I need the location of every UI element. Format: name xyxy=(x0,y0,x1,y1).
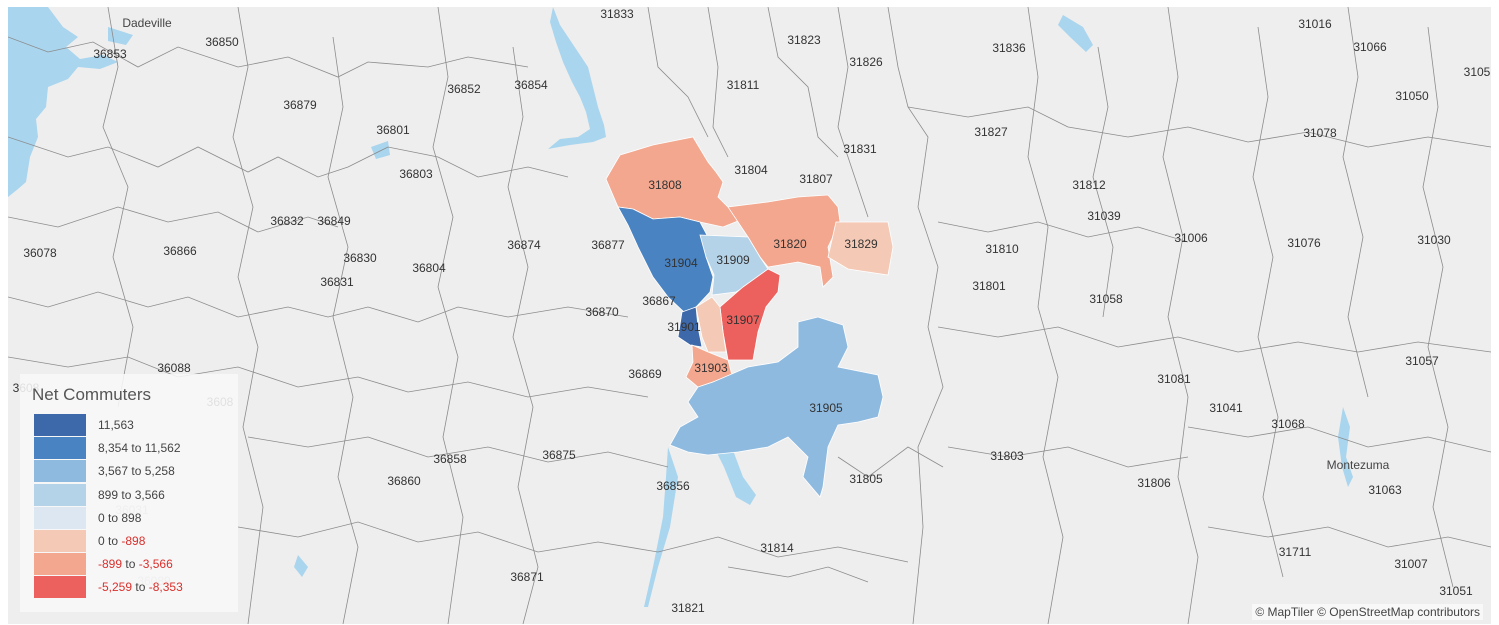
legend-item: 899 to 3,566 xyxy=(34,483,234,506)
legend-swatch xyxy=(34,460,86,483)
legend: Net Commuters 11,563 8,354 to 11,562 3,567… xyxy=(20,374,238,612)
legend-swatch xyxy=(34,553,86,576)
zip-31905-area xyxy=(669,316,884,498)
legend-label-to: -3,566 xyxy=(138,557,173,572)
map-attribution[interactable]: © MapTiler © OpenStreetMap contributors xyxy=(1252,604,1483,620)
legend-label: 899 to 3,566 xyxy=(98,488,165,502)
map-canvas[interactable]: Dadeville Montezuma 31833 31823 31016 31… xyxy=(8,7,1491,624)
legend-label-from: 0 xyxy=(98,534,105,548)
legend-label: -5,259 to -8,353 xyxy=(98,580,183,594)
legend-label-sep: to xyxy=(104,534,122,548)
legend-item: 3,567 to 5,258 xyxy=(34,460,234,483)
legend-label-to: 3,566 xyxy=(134,487,165,502)
zip-31906-area xyxy=(695,296,727,353)
legend-item: 0 to 898 xyxy=(34,506,234,529)
legend-label: 0 to 898 xyxy=(98,511,141,525)
zip-31904-area xyxy=(617,206,714,313)
choropleth xyxy=(605,136,894,498)
legend-label-to: 5,258 xyxy=(144,464,175,479)
city-label: Dadeville xyxy=(122,16,172,30)
legend-label-sep: to xyxy=(132,580,149,595)
legend-label-from: -899 xyxy=(98,557,123,572)
legend-swatch xyxy=(34,437,86,460)
legend-label-sep: to xyxy=(128,441,145,456)
legend-label-from: 8,354 xyxy=(98,441,129,456)
legend-swatch xyxy=(34,506,86,529)
legend-label: -899 to -3,566 xyxy=(98,557,173,571)
legend-swatch xyxy=(34,414,86,436)
legend-label: 8,354 to 11,562 xyxy=(98,441,181,455)
legend-title: Net Commuters xyxy=(32,385,152,404)
legend-label-sep: to xyxy=(104,510,122,525)
legend-item: 11,563 xyxy=(34,414,234,436)
legend-label-sep: to xyxy=(118,487,135,502)
legend-label-from: 11,563 xyxy=(98,418,134,432)
legend-label-sep: to xyxy=(128,464,145,479)
legend-label-sep: to xyxy=(122,557,139,572)
legend-item: 8,354 to 11,562 xyxy=(34,437,234,460)
legend-label-from: -5,259 xyxy=(98,580,133,595)
legend-label-from: 3,567 xyxy=(98,464,129,479)
legend-label: 0 to -898 xyxy=(98,534,145,548)
legend-item: 0 to -898 xyxy=(34,530,234,552)
legend-label-to: 11,562 xyxy=(144,441,181,456)
water-bodies xyxy=(8,7,1353,607)
legend-swatch xyxy=(34,576,86,599)
legend-swatch xyxy=(34,483,86,506)
legend-label-to: -8,353 xyxy=(148,580,183,595)
legend-item: -899 to -3,566 xyxy=(34,553,234,576)
legend-label: 3,567 to 5,258 xyxy=(98,464,175,478)
legend-label-to: 898 xyxy=(121,510,142,525)
legend-label-from: 899 xyxy=(98,487,119,502)
zip-boundaries xyxy=(8,7,1491,624)
legend-label-to: -898 xyxy=(121,534,146,548)
legend-label-from: 0 xyxy=(98,510,105,525)
map-base-layer xyxy=(8,7,1491,624)
legend-label: 11,563 xyxy=(98,418,134,432)
legend-swatch xyxy=(34,530,86,552)
zip-31829-area xyxy=(827,221,894,276)
city-label: Montezuma xyxy=(1326,458,1390,472)
legend-item: -5,259 to -8,353 xyxy=(34,576,234,599)
